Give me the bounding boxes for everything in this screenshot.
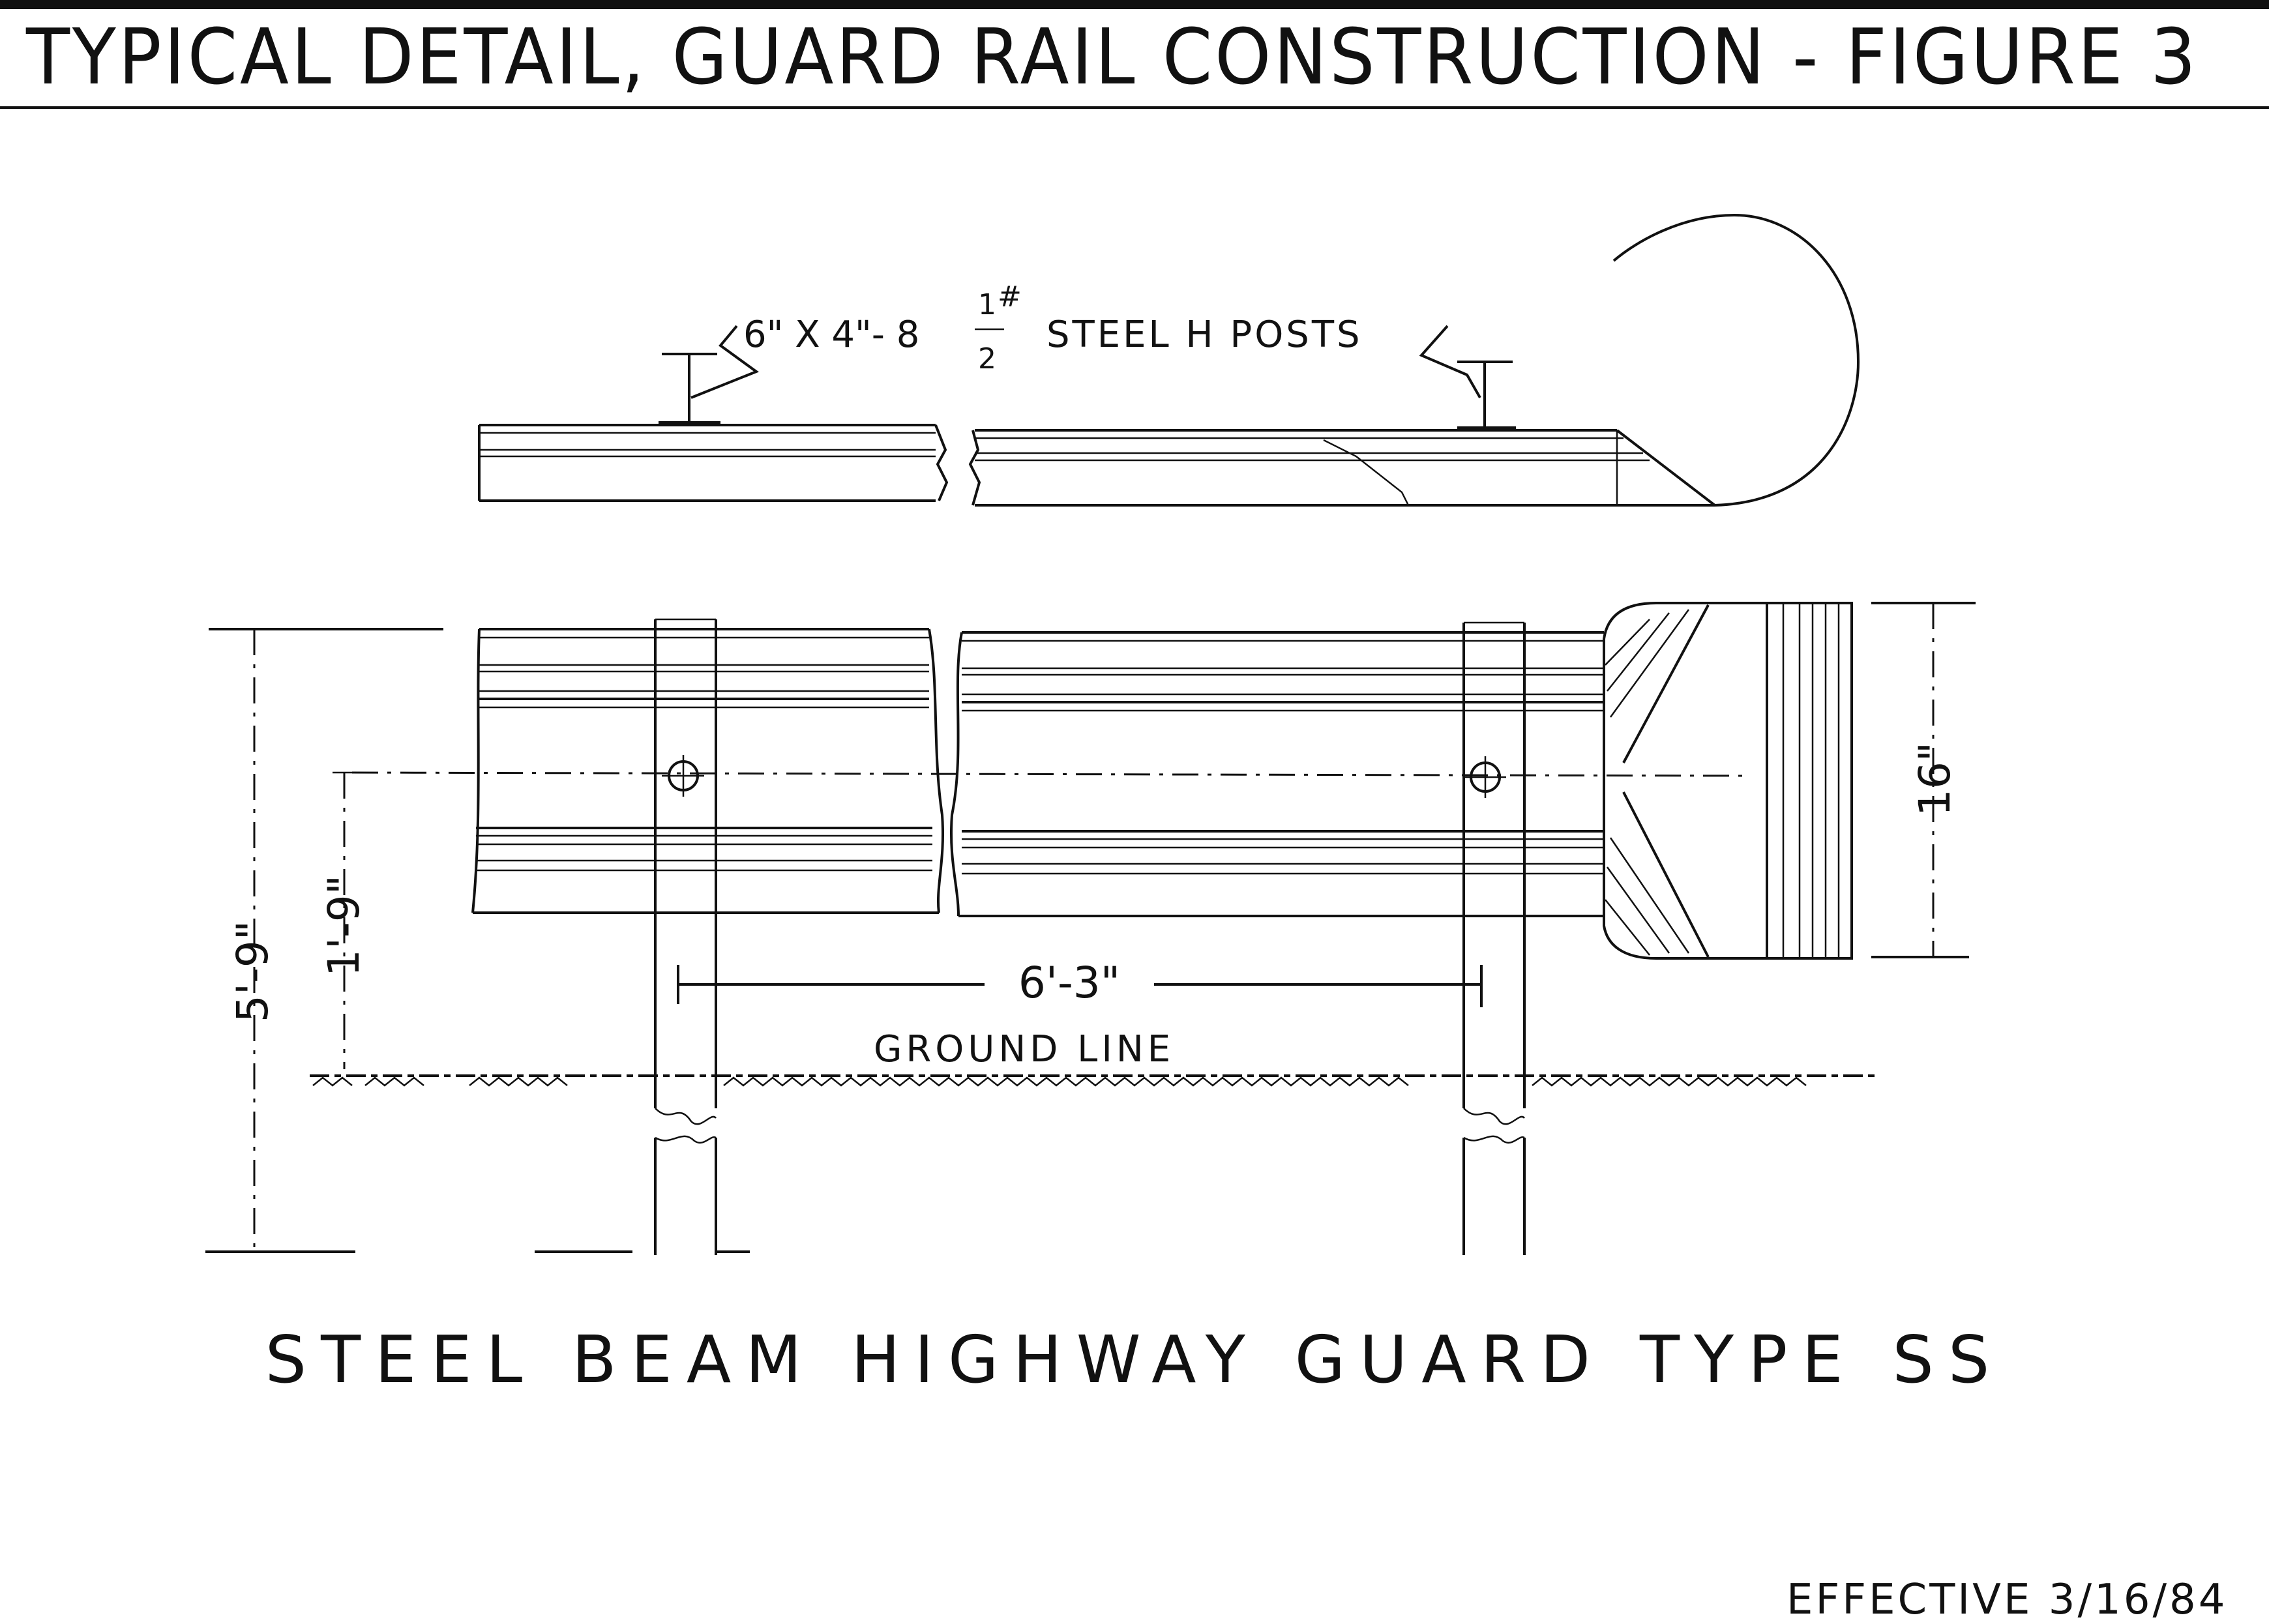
figure-caption: STEEL BEAM HIGHWAY GUARD TYPE SS — [265, 1321, 2004, 1398]
end-section — [1603, 602, 1853, 960]
plan-post-right — [1457, 361, 1516, 429]
post-callout-frac-den: 2 — [978, 342, 996, 376]
plan-view: 6" X 4"- 8 1 # 2 STEEL H POSTS — [478, 213, 1860, 507]
dim-rail-center-height — [333, 771, 355, 1069]
post-callout-frac-num: 1 — [978, 288, 996, 321]
elevation-post-left — [654, 618, 717, 1255]
dim-end-height — [1871, 602, 1976, 958]
dim-overall-height — [205, 628, 750, 1253]
post-callout-post: STEEL H POSTS — [1046, 314, 1363, 356]
plan-post-left — [659, 353, 720, 424]
post-leader-left — [690, 325, 760, 399]
ground-line-label: GROUND LINE — [874, 1028, 1174, 1070]
post-callout-pre: 6" X 4"- 8 — [743, 314, 919, 356]
dim-post-spacing-label: 6'-3" — [1018, 958, 1120, 1008]
rail-centerline — [351, 771, 1748, 777]
elevation-post-right — [1462, 621, 1526, 1255]
bolt-right — [1464, 756, 1506, 798]
post-leader-right — [1419, 325, 1481, 398]
dim-end-height-label: 16" — [1910, 742, 1960, 816]
elevation-rail-right — [949, 631, 1604, 917]
dim-rail-center-height-label: 1'-9" — [319, 875, 369, 977]
plan-rail-left — [478, 424, 949, 502]
dim-overall-height-label: 5'-9" — [228, 921, 278, 1022]
elevation-rail-left — [471, 628, 945, 914]
plan-rail-right — [968, 213, 1860, 507]
dim-post-spacing — [677, 965, 1483, 1007]
effective-date: EFFECTIVE 3/16/84 — [1787, 1576, 2227, 1624]
post-callout-frac-sup: # — [998, 280, 1022, 314]
bolt-left — [662, 755, 704, 797]
ground-line — [310, 1074, 1878, 1087]
page-title: TYPICAL DETAIL, GUARD RAIL CONSTRUCTION … — [26, 12, 2199, 102]
top-border — [0, 0, 2269, 9]
elevation-view: GROUND LINE 5'-9" 1'-9" — [205, 602, 1976, 1255]
